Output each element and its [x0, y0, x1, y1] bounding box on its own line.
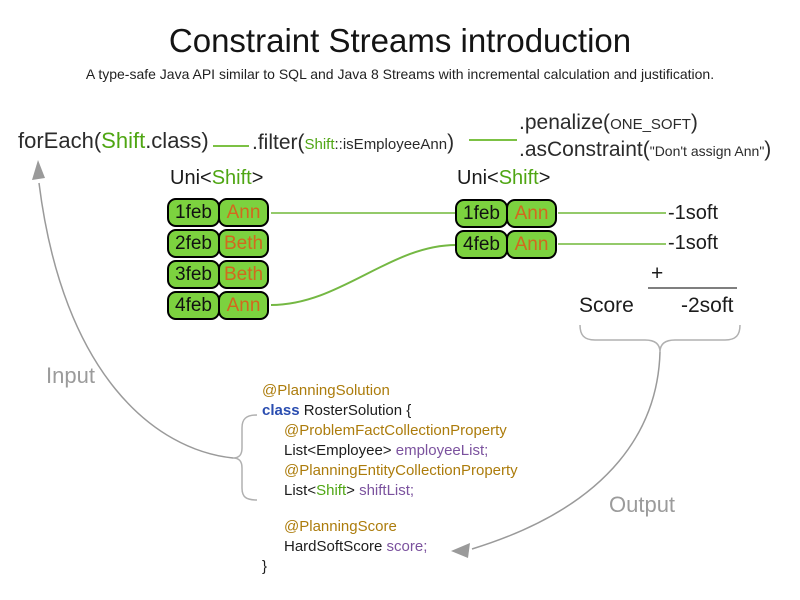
penalize-pre: .penalize(	[519, 111, 611, 134]
code-brace	[232, 414, 258, 501]
shift-date-cell: 1feb	[167, 198, 220, 227]
class-keyword: class	[262, 402, 300, 419]
foreach-pre: forEach(	[18, 128, 102, 153]
plus-sign: +	[651, 262, 664, 285]
annotation-problem-fact: @ProblemFactCollectionProperty	[284, 422, 507, 439]
shift-employee-cell: Beth	[218, 260, 269, 289]
filter-expression: .filter(Shift::isEmployeeAnn)	[252, 131, 454, 155]
foreach-type: Shift	[101, 128, 146, 153]
foreach-expression: forEach(Shift.class)	[18, 128, 209, 154]
shift-date-cell: 3feb	[167, 260, 220, 289]
left-stream-label-type: Shift	[211, 167, 252, 189]
filter-arg-type: Shift	[304, 136, 335, 153]
code-line-score-field: HardSoftScore score;	[262, 537, 518, 557]
right-stream-label-type: Shift	[498, 167, 539, 189]
shift-row: 1feb Ann	[455, 199, 557, 228]
slide-title: Constraint Streams introduction	[168, 22, 632, 59]
shift-row: 1feb Ann	[167, 198, 269, 227]
left-stream-label: Uni<Shift>	[170, 167, 263, 190]
shift-date-cell: 4feb	[167, 291, 220, 320]
shift-employee-cell: Ann	[218, 198, 269, 227]
right-stream-label-post: >	[538, 167, 551, 189]
left-stream-label-pre: Uni<	[170, 167, 212, 189]
shift-list-field: shiftList;	[359, 482, 415, 499]
code-block: @PlanningSolution class RosterSolution {…	[262, 381, 518, 577]
code-line-employee-list: List<Employee> employeeList;	[262, 441, 518, 461]
score-field: score;	[386, 538, 428, 555]
shift-date-cell: 2feb	[167, 229, 220, 258]
list-employee-type: List<Employee>	[284, 442, 396, 459]
penalize-expression: .penalize(ONE_SOFT)	[519, 111, 698, 135]
list-shift-type: Shift	[316, 482, 347, 499]
asconstraint-expression: .asConstraint("Don't assign Ann")	[519, 138, 771, 162]
shift-row: 4feb Ann	[455, 230, 557, 259]
asconstraint-post: )	[764, 138, 772, 161]
right-stream-table: 1feb Ann 4feb Ann	[455, 199, 557, 259]
annotation-planning-entity: @PlanningEntityCollectionProperty	[284, 462, 518, 479]
asconstraint-pre: .asConstraint(	[519, 138, 650, 161]
penalize-post: )	[690, 111, 698, 134]
output-label: Output	[609, 492, 676, 517]
filter-pre: .filter(	[252, 131, 305, 154]
code-line-planning-score-annotation: @PlanningScore	[262, 517, 518, 537]
annotation-planning-solution: @PlanningSolution	[262, 382, 390, 399]
code-line-close-brace: }	[262, 557, 518, 577]
shift-employee-cell: Ann	[218, 291, 269, 320]
shift-row: 2feb Beth	[167, 229, 269, 258]
score-brace	[579, 324, 741, 353]
code-line-planning-solution: @PlanningSolution	[262, 381, 518, 401]
close-brace: }	[262, 558, 268, 575]
annotation-planning-score: @PlanningScore	[284, 518, 397, 535]
penalize-arg: ONE_SOFT	[610, 116, 691, 133]
slide-subtitle: A type-safe Java API similar to SQL and …	[85, 66, 715, 82]
shift-row: 4feb Ann	[167, 291, 269, 320]
sum-line	[648, 287, 737, 289]
class-name: RosterSolution {	[299, 402, 412, 419]
penalty-label: -1soft	[668, 202, 719, 224]
shift-employee-cell: Ann	[506, 199, 557, 228]
right-stream-label: Uni<Shift>	[457, 167, 550, 190]
right-stream-label-pre: Uni<	[457, 167, 499, 189]
input-arrowhead-icon	[32, 160, 45, 180]
code-line-class-declaration: class RosterSolution {	[262, 401, 518, 421]
code-line-planning-entity-annotation: @PlanningEntityCollectionProperty	[262, 461, 518, 481]
score-label: Score	[579, 294, 634, 317]
shift-row: 3feb Beth	[167, 260, 269, 289]
foreach-post: .class)	[145, 128, 209, 153]
list-shift-post: >	[346, 482, 360, 499]
penalty-label: -1soft	[668, 232, 719, 254]
left-stream-table: 1feb Ann 2feb Beth 3feb Beth 4feb Ann	[167, 198, 269, 320]
employee-list-field: employeeList;	[395, 442, 489, 459]
filter-post: )	[447, 131, 455, 154]
shift-employee-cell: Ann	[506, 230, 557, 259]
input-label: Input	[46, 363, 95, 388]
filter-arg-rest: ::isEmployeeAnn	[334, 136, 448, 153]
list-shift-pre: List<	[284, 482, 317, 499]
score-total: -2soft	[681, 294, 734, 317]
shift-employee-cell: Beth	[218, 229, 269, 258]
shift-date-cell: 4feb	[455, 230, 508, 259]
shift-date-cell: 1feb	[455, 199, 508, 228]
hardsoftscore-type: HardSoftScore	[284, 538, 387, 555]
asconstraint-arg: "Don't assign Ann"	[649, 143, 765, 159]
code-line-shift-list: List<Shift> shiftList;	[262, 481, 518, 501]
left-stream-label-post: >	[251, 167, 264, 189]
code-line-problem-fact-annotation: @ProblemFactCollectionProperty	[262, 421, 518, 441]
row-4feb-connector	[270, 244, 457, 306]
